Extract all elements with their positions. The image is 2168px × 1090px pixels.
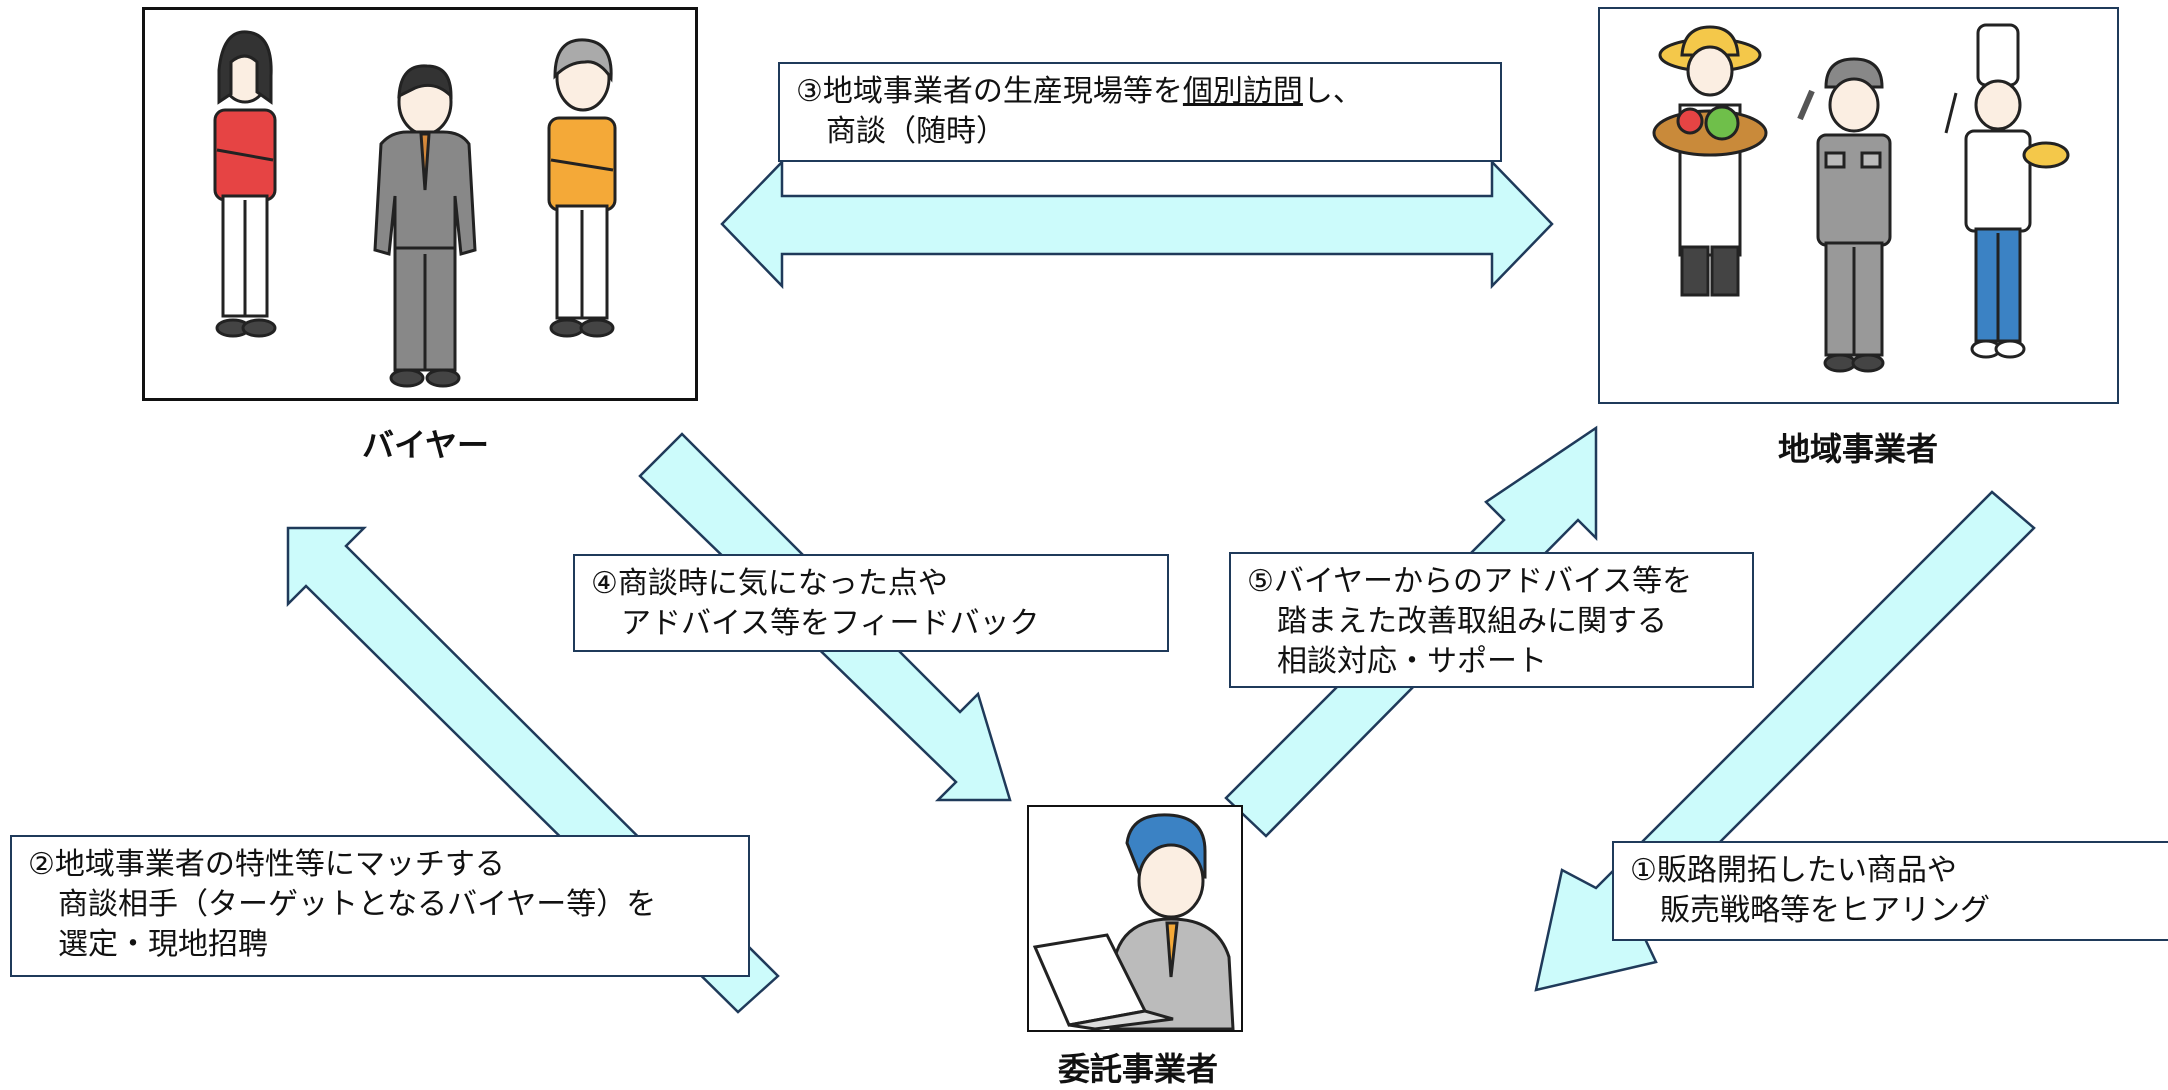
double-arrow-buyer-local (720, 158, 1554, 290)
step3-text-post: し、 (1302, 74, 1363, 109)
step3-box: ③地域事業者の生産現場等を個別訪問し、 商談（随時） (778, 62, 1502, 162)
local-label: 地域事業者 (1778, 430, 1939, 468)
woman-red-jacket-icon (213, 30, 277, 338)
man-gray-suit-icon (373, 64, 477, 388)
step4-line1: ④商談時に気になった点や (591, 566, 948, 601)
step2-line3: 選定・現地招聘 (58, 927, 268, 962)
step4-line2: アドバイス等をフィードバック (621, 606, 1040, 641)
step3-line2: 商談（随時） (826, 114, 1006, 149)
step2-line1: ②地域事業者の特性等にマッチする (28, 847, 505, 882)
elder-orange-jacket-icon (547, 38, 617, 338)
step5-line1: ⑤バイヤーからのアドバイス等を (1247, 564, 1693, 599)
contractor-label: 委託事業者 (1058, 1050, 1219, 1088)
step2-line2: 商談相手（ターゲットとなるバイヤー等）を (58, 887, 657, 922)
local-frame (1598, 7, 2119, 404)
step1-line1: ①販路開拓したい商品や (1630, 853, 1957, 888)
step5-line2: 踏まえた改善取組みに関する (1277, 604, 1667, 639)
chef-icon (1944, 23, 2070, 359)
step1-box: ①販路開拓したい商品や 販売戦略等をヒアリング (1612, 841, 2168, 941)
step5-line3: 相談対応・サポート (1277, 644, 1547, 679)
laptop-worker-icon (1032, 813, 1235, 1030)
step4-box: ④商談時に気になった点や アドバイス等をフィードバック (573, 554, 1169, 652)
mechanic-icon (1797, 57, 1892, 373)
step2-box: ②地域事業者の特性等にマッチする 商談相手（ターゲットとなるバイヤー等）を 選定… (10, 835, 750, 977)
farmer-icon (1652, 25, 1768, 297)
step5-box: ⑤バイヤーからのアドバイス等を 踏まえた改善取組みに関する 相談対応・サポート (1229, 552, 1754, 688)
step3-text-pre: ③地域事業者の生産現場等を (796, 74, 1183, 109)
contractor-frame (1027, 805, 1243, 1032)
buyer-frame (142, 7, 698, 401)
buyer-label: バイヤー (362, 426, 490, 464)
step1-line2: 販売戦略等をヒアリング (1660, 893, 1990, 928)
step3-text-underlined: 個別訪問 (1182, 74, 1303, 109)
